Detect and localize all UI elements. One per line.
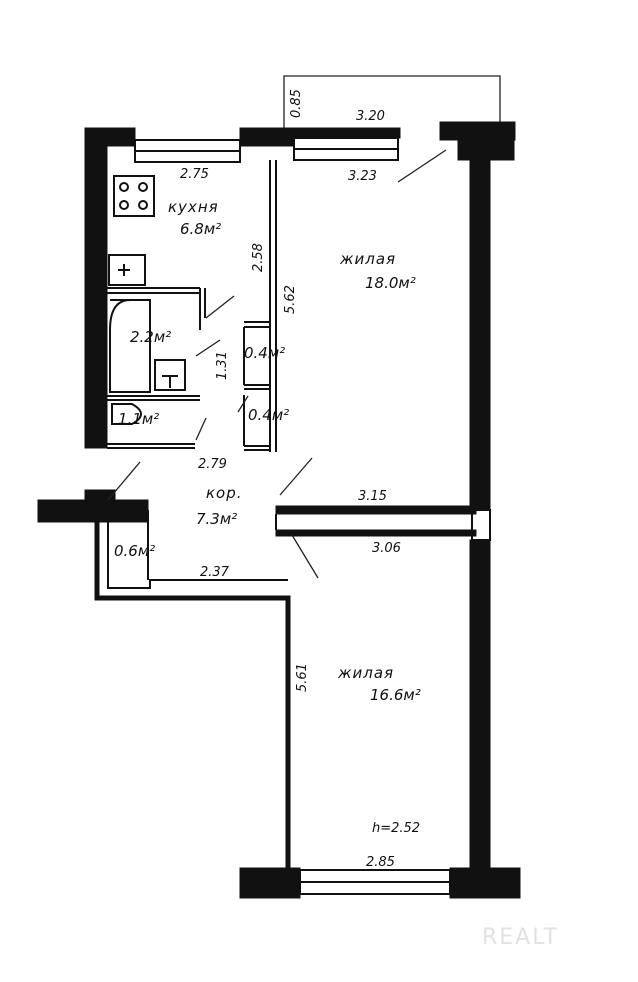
corridor-area: 7.3м² [196, 510, 237, 528]
stove-icon [113, 175, 155, 217]
living1-label: жилая [339, 250, 396, 268]
toilet-area: 1.1м² [118, 410, 159, 428]
dim-kitchen-width: 2.75 [180, 167, 209, 182]
bathroom-area: 2.2м² [130, 328, 171, 346]
living1-area: 18.0м² [365, 274, 416, 292]
balcony [283, 75, 501, 128]
dim-corridor-lower-width: 2.37 [200, 565, 230, 580]
dim-balcony-depth: 0.85 [289, 89, 304, 118]
closet-c-area: 0.6м² [114, 542, 155, 560]
closet-b-area: 0.4м² [248, 406, 289, 424]
corridor-label: кор. [206, 484, 243, 502]
washbasin-icon [154, 359, 186, 391]
interior-walls [94, 160, 477, 875]
dim-ceiling-height: h=2.52 [372, 821, 420, 836]
fixtures [108, 175, 186, 425]
dim-bath-length: 1.31 [215, 351, 230, 380]
dim-kitchen-length: 2.58 [251, 243, 266, 272]
dim-living2-length: 5.61 [295, 663, 310, 692]
room-labels: кухня 6.8м² жилая 18.0м² жилая 16.6м² ко… [114, 198, 421, 704]
kitchen-label: кухня [168, 198, 219, 216]
kitchen-area: 6.8м² [180, 220, 221, 238]
dim-living1-length: 5.62 [283, 285, 298, 314]
dim-corridor-width: 2.79 [198, 457, 227, 472]
bathtub-icon [109, 299, 151, 393]
dim-living1-width-bottom: 3.15 [358, 489, 387, 504]
windows [134, 137, 491, 895]
toilet-icon [111, 403, 142, 425]
exterior-walls [37, 121, 521, 899]
closet-a-area: 0.4м² [244, 344, 285, 362]
sink-icon [108, 254, 146, 286]
dim-living2-width-bottom: 2.85 [366, 855, 395, 870]
watermark: REALT [482, 925, 559, 950]
door-swings [107, 149, 447, 579]
living2-label: жилая [337, 664, 394, 682]
dim-balcony-width: 3.20 [356, 109, 385, 124]
dim-living1-width-top: 3.23 [348, 169, 377, 184]
dim-living2-width-top: 3.06 [372, 541, 401, 556]
dimension-labels: 0.85 3.20 2.75 3.23 2.58 5.62 1.31 2.79 … [180, 89, 420, 870]
living2-area: 16.6м² [370, 686, 421, 704]
